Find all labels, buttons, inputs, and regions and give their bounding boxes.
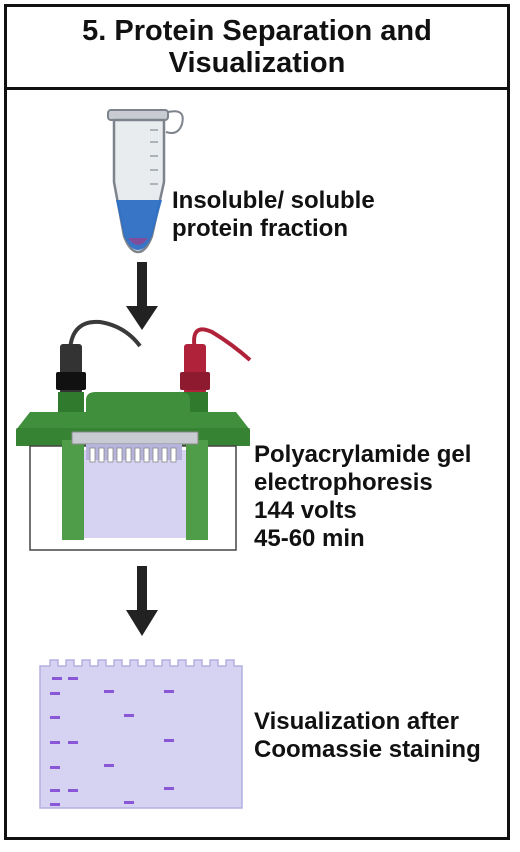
title-line-2: Visualization (168, 47, 346, 79)
step-1-line-2: protein fraction (172, 215, 349, 242)
stained-gel-icon (39, 659, 243, 809)
step-3-label: Visualization after Coomassie staining (254, 708, 481, 764)
step-3-line-1: Visualization after (254, 708, 459, 735)
title-bar: 5. Protein Separation and Visualization (7, 7, 507, 90)
step-2-line-4: 45-60 min (254, 525, 365, 552)
step-1-line-1: Insoluble/ soluble (172, 187, 375, 214)
step-1-label: Insoluble/ soluble protein fraction (172, 187, 375, 243)
step-3-line-2: Coomassie staining (254, 736, 481, 763)
step-2-label: Polyacrylamide gel electrophoresis 144 v… (254, 441, 471, 553)
down-arrow-icon (126, 262, 158, 330)
title-line-1: 5. Protein Separation and (82, 15, 432, 47)
step-2-line-3: 144 volts (254, 497, 357, 524)
step-2-line-1: Polyacrylamide gel (254, 441, 472, 468)
step-2-line-2: electrophoresis (254, 469, 433, 496)
down-arrow-icon (126, 566, 158, 636)
microcentrifuge-tube-icon (107, 109, 184, 254)
gel-electrophoresis-apparatus-icon (16, 319, 252, 551)
